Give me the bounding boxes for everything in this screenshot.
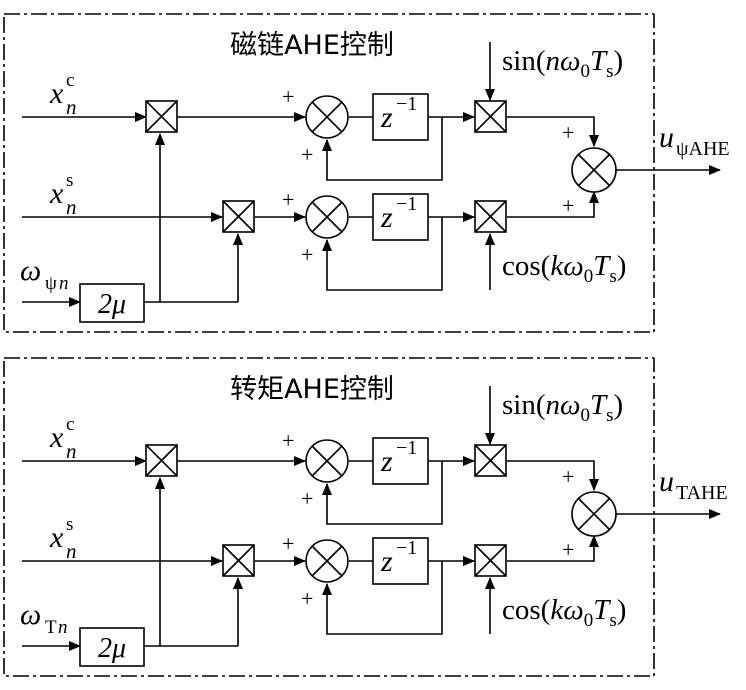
svg-text:−1: −1 (396, 437, 417, 459)
svg-text:z: z (380, 545, 393, 578)
sign-plus: + (562, 464, 574, 489)
multiplier-4 (474, 200, 507, 233)
svg-text:z: z (380, 201, 393, 234)
input-label-omega: ω T n (20, 598, 68, 638)
svg-text:n: n (66, 439, 77, 463)
sign-plus: + (562, 120, 574, 145)
svg-text:u: u (659, 121, 674, 154)
input-label-xs: x s n (49, 514, 77, 563)
delay-block-1: z −1 (372, 437, 429, 485)
sign-plus: + (282, 428, 294, 453)
sign-plus: + (282, 84, 294, 109)
svg-text:n: n (66, 95, 77, 119)
wire-feedback2 (322, 561, 443, 635)
summing-junction-1 (305, 95, 349, 139)
svg-text:ψAHE: ψAHE (676, 138, 730, 160)
wire-feedback1 (322, 461, 443, 525)
multiplier-3 (474, 100, 507, 133)
gain-block: 2μ (79, 283, 145, 323)
svg-text:x: x (49, 421, 64, 454)
multiplier-3 (474, 444, 507, 477)
output-label: u ψAHE (659, 121, 730, 160)
svg-text:ω: ω (20, 254, 41, 287)
wire-mult3-sum3 (507, 460, 599, 491)
input-label-xs: x s n (49, 170, 77, 219)
wire-mult3-sum3 (507, 116, 599, 147)
sin-label: sin(nω0Ts) (502, 45, 623, 82)
svg-text:n: n (58, 617, 68, 638)
torque-ahe-panel: 转矩AHE控制 x c n x s n ω T n (3, 357, 728, 677)
delay-block-1: z −1 (372, 93, 429, 141)
wire-mult4-sum3 (507, 535, 599, 562)
svg-text:ψ: ψ (45, 273, 57, 294)
sign-plus: + (301, 142, 313, 167)
svg-text:x: x (49, 521, 64, 554)
sign-plus: + (301, 242, 313, 267)
summing-junction-2 (305, 539, 349, 583)
sign-plus: + (562, 537, 574, 562)
input-label-xc: x c n (49, 70, 77, 119)
svg-text:c: c (66, 70, 74, 91)
svg-text:2μ: 2μ (98, 289, 126, 320)
delay-block-2: z −1 (372, 537, 429, 585)
sign-plus: + (282, 187, 294, 212)
sign-plus: + (301, 586, 313, 611)
svg-text:−1: −1 (396, 93, 417, 115)
svg-text:s: s (66, 514, 73, 535)
svg-text:u: u (659, 465, 674, 498)
summing-junction-out (571, 147, 617, 193)
cos-label: cos(kω0Ts) (502, 250, 626, 287)
svg-text:z: z (380, 101, 393, 134)
svg-text:ω: ω (20, 598, 41, 631)
multiplier-1 (145, 444, 178, 477)
multiplier-2 (222, 544, 255, 577)
summing-junction-out (571, 491, 617, 537)
sin-label: sin(nω0Ts) (502, 389, 623, 426)
svg-text:c: c (66, 414, 74, 435)
sign-plus: + (301, 486, 313, 511)
svg-text:x: x (49, 77, 64, 110)
summing-junction-1 (305, 439, 349, 483)
wire-feedback2 (322, 217, 443, 291)
svg-text:s: s (66, 170, 73, 191)
svg-text:n: n (59, 273, 69, 294)
summing-junction-2 (305, 195, 349, 239)
input-label-omega: ω ψ n (20, 254, 69, 294)
wire-feedback1 (322, 117, 443, 181)
panel-frame (3, 13, 655, 333)
flux-ahe-panel: 磁链AHE控制 x c n x s n ω ψ n (3, 13, 730, 333)
svg-text:z: z (380, 445, 393, 478)
svg-text:TAHE: TAHE (676, 482, 728, 504)
svg-text:−1: −1 (396, 193, 417, 215)
multiplier-1 (145, 100, 178, 133)
sign-plus: + (562, 193, 574, 218)
cos-label: cos(kω0Ts) (502, 594, 626, 631)
panel-title: 转矩AHE控制 (230, 374, 394, 405)
svg-text:−1: −1 (396, 537, 417, 559)
svg-text:T: T (45, 617, 57, 638)
svg-text:n: n (66, 539, 77, 563)
panel-frame (3, 357, 655, 677)
wire-mult4-sum3 (507, 191, 599, 218)
svg-text:2μ: 2μ (98, 633, 126, 664)
panel-title: 磁链AHE控制 (230, 30, 394, 61)
svg-text:x: x (49, 177, 64, 210)
multiplier-4 (474, 544, 507, 577)
input-label-xc: x c n (49, 414, 77, 463)
sign-plus: + (282, 531, 294, 556)
output-label: u TAHE (659, 465, 728, 504)
gain-block: 2μ (79, 627, 145, 667)
multiplier-2 (222, 200, 255, 233)
svg-text:n: n (66, 195, 77, 219)
delay-block-2: z −1 (372, 193, 429, 241)
